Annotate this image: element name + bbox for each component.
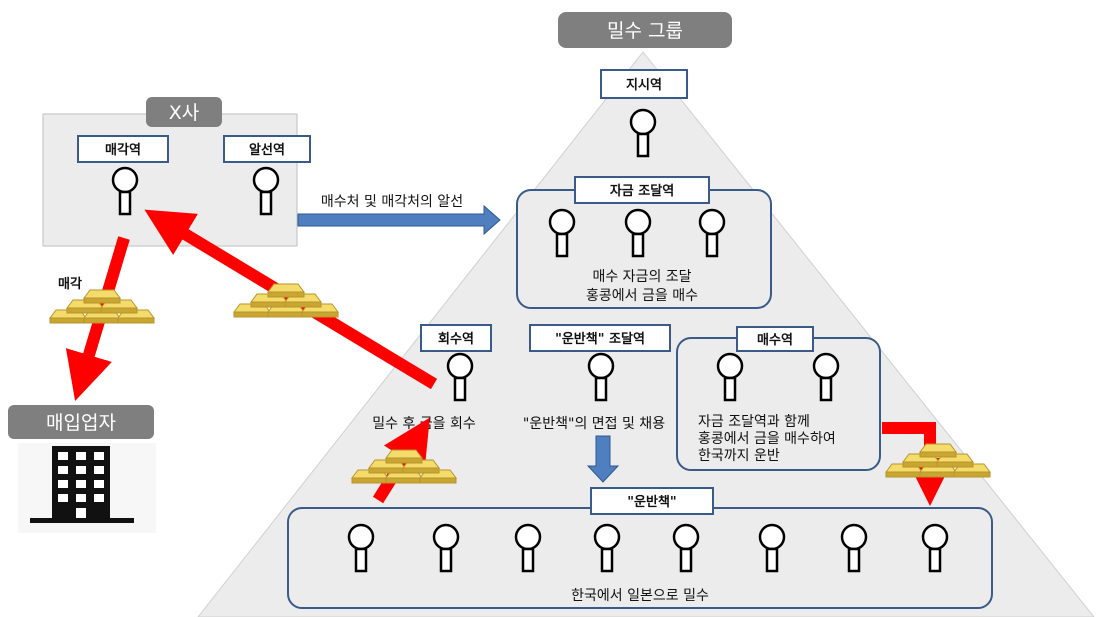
funding-label: 자금 조달역	[610, 183, 674, 199]
building-icon	[18, 443, 156, 533]
company-x-title: X사	[169, 102, 200, 124]
recovery-label: 회수역	[438, 331, 474, 347]
purchase-desc-1: 자금 조달역과 함께	[698, 414, 810, 430]
broker-label: 알선역	[249, 142, 285, 158]
courier-recruiter-role: "운반책" 조달역 "운반책"의 면접 및 채용	[523, 324, 671, 432]
seller-label: 매각역	[105, 142, 141, 158]
gold-bars-icon	[50, 290, 154, 323]
group-title-badge: 밀수 그룹	[558, 12, 732, 48]
couriers-box: "운반책" 한국에서 일본으로 밀수	[287, 487, 993, 609]
command-role: 지시역	[600, 69, 688, 158]
purchase-label: 매수역	[757, 332, 793, 348]
buyer: 매입업자	[8, 405, 156, 533]
command-label: 지시역	[626, 77, 662, 93]
mediation-label: 매수처 및 매각처의 알선	[321, 194, 463, 210]
courier-recruiter-label: "운반책" 조달역	[555, 331, 645, 347]
gold-bars-icon	[234, 284, 338, 317]
purchase-box: 매수역 자금 조달역과 함께 홍콩에서 금을 매수하여 한국까지 운반	[676, 326, 881, 471]
recruit-down-arrow	[586, 435, 620, 483]
buyer-title: 매입업자	[46, 412, 116, 434]
funding-desc-1: 매수 자금의 조달	[592, 269, 691, 285]
couriers-desc: 한국에서 일본으로 밀수	[571, 588, 709, 604]
mediation-arrow: 매수처 및 매각처의 알선	[297, 194, 501, 236]
funding-desc-2: 홍콩에서 금을 매수	[586, 288, 698, 304]
group-title: 밀수 그룹	[607, 20, 683, 42]
funding-box: 자금 조달역 매수 자금의 조달 홍콩에서 금을 매수	[516, 176, 772, 309]
purchase-desc-3: 한국까지 운반	[698, 448, 780, 464]
couriers-label: "운반책"	[627, 494, 676, 510]
recovery-desc: 밀수 후 금을 회수	[372, 416, 476, 432]
purchase-desc-2: 홍콩에서 금을 매수하여	[698, 431, 836, 447]
sale-label: 매각	[58, 277, 82, 292]
courier-recruiter-desc: "운반책"의 면접 및 채용	[523, 416, 665, 432]
